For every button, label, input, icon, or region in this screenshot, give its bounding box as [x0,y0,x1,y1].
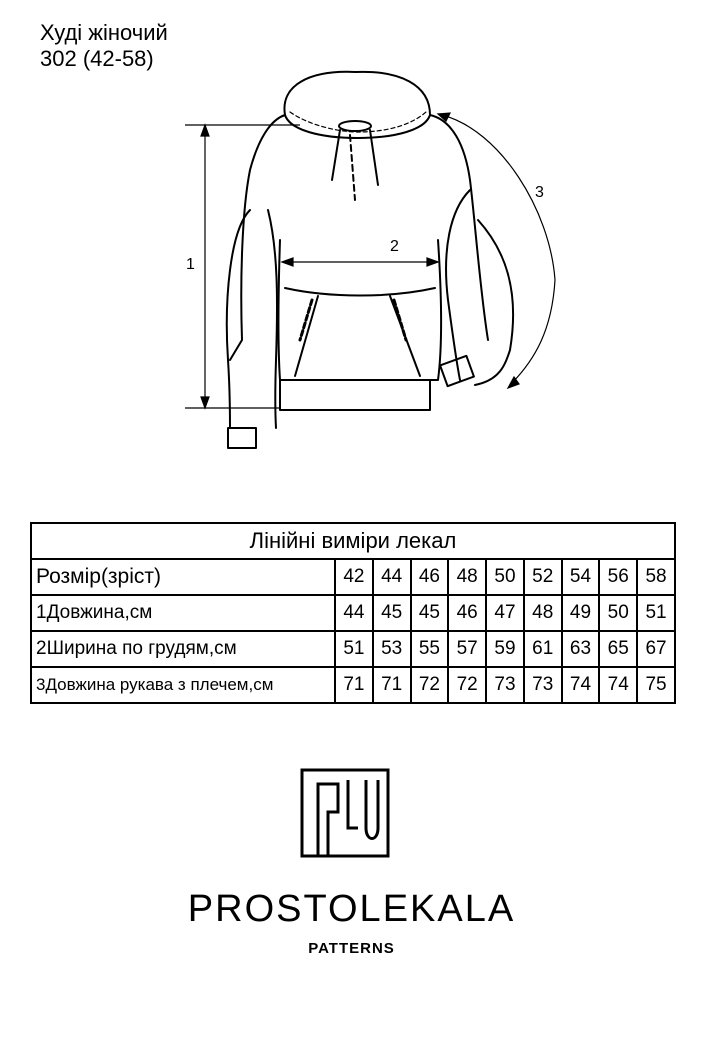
size-row: Розмір(зріст) 42 44 46 48 50 52 54 56 58 [30,558,676,596]
value-cell: 46 [447,594,488,632]
value-cell: 74 [598,666,639,704]
size-cell: 44 [371,558,412,596]
size-cell: 50 [485,558,525,596]
value-cell: 63 [560,630,601,668]
value-cell: 51 [636,594,676,632]
brand-logo-icon [300,768,390,858]
size-cell: 48 [447,558,488,596]
dimension-label-1: 1 [186,256,195,273]
value-cell: 49 [560,594,601,632]
size-row-label: Розмір(зріст) [30,558,336,596]
measurements-table: Лінійні виміри лекал Розмір(зріст) 42 44… [30,522,676,704]
size-cell: 46 [409,558,450,596]
value-cell: 59 [485,630,525,668]
table-row-length: 1Довжина,см 44 45 45 46 47 48 49 50 51 [30,594,676,632]
value-cell: 45 [409,594,450,632]
value-cell: 71 [334,666,374,704]
table-heading: Лінійні виміри лекал [30,522,676,560]
value-cell: 72 [447,666,488,704]
size-cell: 42 [334,558,374,596]
table-row-sleeve-length: 3Довжина рукава з плечем,см 71 71 72 72 … [30,666,676,704]
value-cell: 61 [522,630,563,668]
dimension-label-2: 2 [390,238,399,255]
value-cell: 48 [522,594,563,632]
value-cell: 67 [636,630,676,668]
value-cell: 45 [371,594,412,632]
table-heading-row: Лінійні виміри лекал [30,522,676,560]
value-cell: 53 [371,630,412,668]
value-cell: 74 [560,666,601,704]
size-cell: 58 [636,558,676,596]
value-cell: 72 [409,666,450,704]
table-row-chest-width: 2Ширина по грудям,см 51 53 55 57 59 61 6… [30,630,676,668]
value-cell: 50 [598,594,639,632]
size-cell: 54 [560,558,601,596]
value-cell: 75 [636,666,676,704]
brand-subtitle: PATTERNS [308,940,395,957]
row-label: 1Довжина,см [30,594,336,632]
size-cell: 52 [522,558,563,596]
value-cell: 51 [334,630,374,668]
brand-name: PROSTOLEKALA [187,888,516,930]
pattern-title: Худі жіночий 302 (42-58) [40,20,168,72]
title-line-2: 302 (42-58) [40,46,154,71]
size-cell: 56 [598,558,639,596]
value-cell: 44 [334,594,374,632]
value-cell: 71 [371,666,412,704]
hoodie-sketch [185,70,556,449]
value-cell: 73 [522,666,563,704]
value-cell: 57 [447,630,488,668]
dimension-label-3: 3 [535,184,544,201]
value-cell: 55 [409,630,450,668]
title-line-1: Худі жіночий [40,20,168,45]
value-cell: 47 [485,594,525,632]
value-cell: 65 [598,630,639,668]
row-label: 2Ширина по грудям,см [30,630,336,668]
row-label: 3Довжина рукава з плечем,см [30,666,336,704]
value-cell: 73 [485,666,525,704]
